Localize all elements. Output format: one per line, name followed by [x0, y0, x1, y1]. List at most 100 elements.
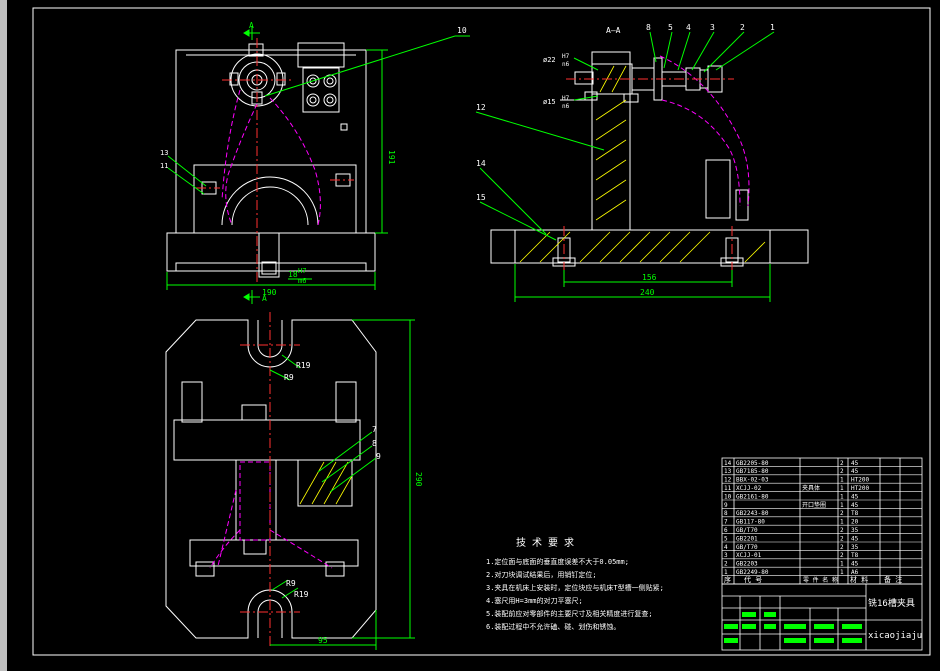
parts-cell-name: 夹具体 — [802, 484, 820, 492]
parts-cell-code: BBX-02-03 — [736, 477, 769, 484]
callout-8-lower: 8 — [372, 439, 377, 448]
parts-cell-qty: 2 — [840, 460, 844, 467]
parts-cell-qty: 2 — [840, 468, 844, 475]
parts-cell-no: 4 — [724, 544, 728, 551]
parts-cell-no: 8 — [724, 510, 728, 517]
parts-cell-code: XCJJ-02 — [736, 485, 762, 492]
parts-cell-no: 12 — [724, 477, 732, 484]
title-drawing-name: 铣16槽夹具 — [868, 597, 915, 609]
parts-cell-qty: 1 — [840, 519, 844, 526]
section-dimensions — [514, 57, 771, 302]
parts-cell-code: GB2205-80 — [736, 460, 769, 467]
parts-cell-no: 13 — [724, 468, 732, 475]
title-pinyin: xicaojiaju — [868, 631, 922, 641]
tech-note-1: 1.定位面与底面的垂直度误差不大于0.05mm; — [486, 557, 629, 566]
callout-9: 9 — [376, 452, 381, 461]
top-view-hatching — [299, 461, 353, 505]
callout-13: 13 — [160, 149, 168, 157]
parts-cell-qty: 1 — [840, 493, 844, 500]
front-view-centerlines — [196, 38, 354, 282]
window-left-edge — [0, 0, 7, 671]
parts-cell-mat: 45 — [851, 493, 859, 500]
parts-cell-qty: 1 — [840, 561, 844, 568]
parts-cell-mat: T8 — [851, 510, 859, 517]
parts-cell-mat: 35 — [851, 527, 859, 534]
callout-2: 2 — [740, 23, 745, 32]
tech-note-6: 6.装配过程中不允许磕、碰、划伤和锈蚀。 — [486, 622, 620, 631]
parts-cell-qty: 2 — [840, 535, 844, 542]
top-view — [165, 319, 377, 639]
callout-11: 11 — [160, 162, 168, 170]
section-fit1-upper: H7 — [562, 53, 570, 60]
parts-cell-mat: 20 — [851, 519, 859, 526]
parts-header-mat: 材 料 — [850, 575, 868, 584]
parts-header-name: 零 件 名 称 — [803, 576, 838, 584]
front-view — [166, 42, 376, 278]
callout-7: 7 — [372, 425, 377, 434]
parts-cell-qty: 2 — [840, 527, 844, 534]
tech-note-3: 3.夹具在机床上安装时，定位块应与机床T型槽一侧贴紧; — [486, 583, 664, 592]
parts-cell-code: GB7185-80 — [736, 468, 769, 475]
tech-notes-title: 技 术 要 求 — [516, 536, 574, 549]
parts-cell-mat: 45 — [851, 460, 859, 467]
callout-12: 12 — [476, 103, 486, 112]
parts-cell-qty: 2 — [840, 510, 844, 517]
parts-cell-code: GB/T70 — [736, 544, 758, 551]
section-leaders — [475, 31, 775, 241]
parts-cell-qty: 1 — [840, 477, 844, 484]
parts-cell-mat: HT200 — [851, 477, 869, 484]
top-width-dim: 95 — [318, 636, 328, 645]
top-r-outer-upper: R19 — [296, 361, 311, 370]
section-arrows — [243, 26, 260, 304]
callout-1: 1 — [770, 23, 775, 32]
parts-cell-mat: 45 — [851, 502, 859, 509]
parts-cell-no: 5 — [724, 535, 728, 542]
title-block-fill — [724, 612, 862, 643]
parts-cell-name: 开口垫圈 — [802, 501, 826, 509]
section-dim-inner: 156 — [642, 273, 657, 282]
section-dim-outer: 240 — [640, 288, 655, 297]
front-fit-base: 18 — [288, 270, 298, 279]
parts-cell-mat: 45 — [851, 468, 859, 475]
parts-cell-code: GB2161-80 — [736, 493, 769, 500]
section-fit2-upper: H7 — [562, 95, 570, 102]
parts-cell-qty: 1 — [840, 502, 844, 509]
parts-cell-mat: 45 — [851, 535, 859, 542]
parts-cell-no: 11 — [724, 485, 732, 492]
top-view-phantom — [209, 461, 333, 569]
top-view-dimensions — [269, 319, 415, 650]
parts-cell-mat: 45 — [851, 561, 859, 568]
parts-cell-qty: 1 — [840, 569, 844, 576]
section-fit2-base: ø15 — [543, 98, 556, 106]
top-height-dim: 290 — [414, 472, 423, 487]
front-view-phantom — [221, 89, 321, 226]
section-fit1-base: ø22 — [543, 56, 556, 64]
parts-cell-code: GB2203 — [736, 561, 758, 568]
parts-cell-qty: 2 — [840, 552, 844, 559]
parts-cell-code: GB2249-80 — [736, 569, 769, 576]
parts-header-code: 代 号 — [744, 575, 762, 584]
parts-cell-code: GB/T70 — [736, 527, 758, 534]
parts-cell-code: GB2201 — [736, 535, 758, 542]
callout-14: 14 — [476, 159, 486, 168]
section-centerlines — [563, 78, 734, 270]
parts-cell-mat: A6 — [851, 569, 859, 576]
parts-cell-no: 2 — [724, 561, 728, 568]
callout-4: 4 — [686, 23, 691, 32]
parts-header-no: 序 — [724, 575, 731, 584]
section-phantom — [659, 55, 750, 207]
parts-cell-qty: 1 — [840, 485, 844, 492]
callout-8-top: 8 — [646, 23, 651, 32]
front-view-dimensions — [166, 49, 388, 290]
section-view — [490, 51, 809, 267]
section-letter-bottom: A — [262, 294, 267, 303]
top-view-leaders — [317, 431, 377, 493]
front-view-leaders — [167, 35, 470, 195]
drawing-border — [32, 7, 931, 656]
parts-cell-qty: 2 — [840, 544, 844, 551]
tech-notes: 技 术 要 求 1.定位面与底面的垂直度误差不大于0.05mm; 2.对刀块调试… — [486, 536, 664, 631]
callout-10: 10 — [457, 26, 467, 35]
parts-cell-no: 1 — [724, 569, 728, 576]
